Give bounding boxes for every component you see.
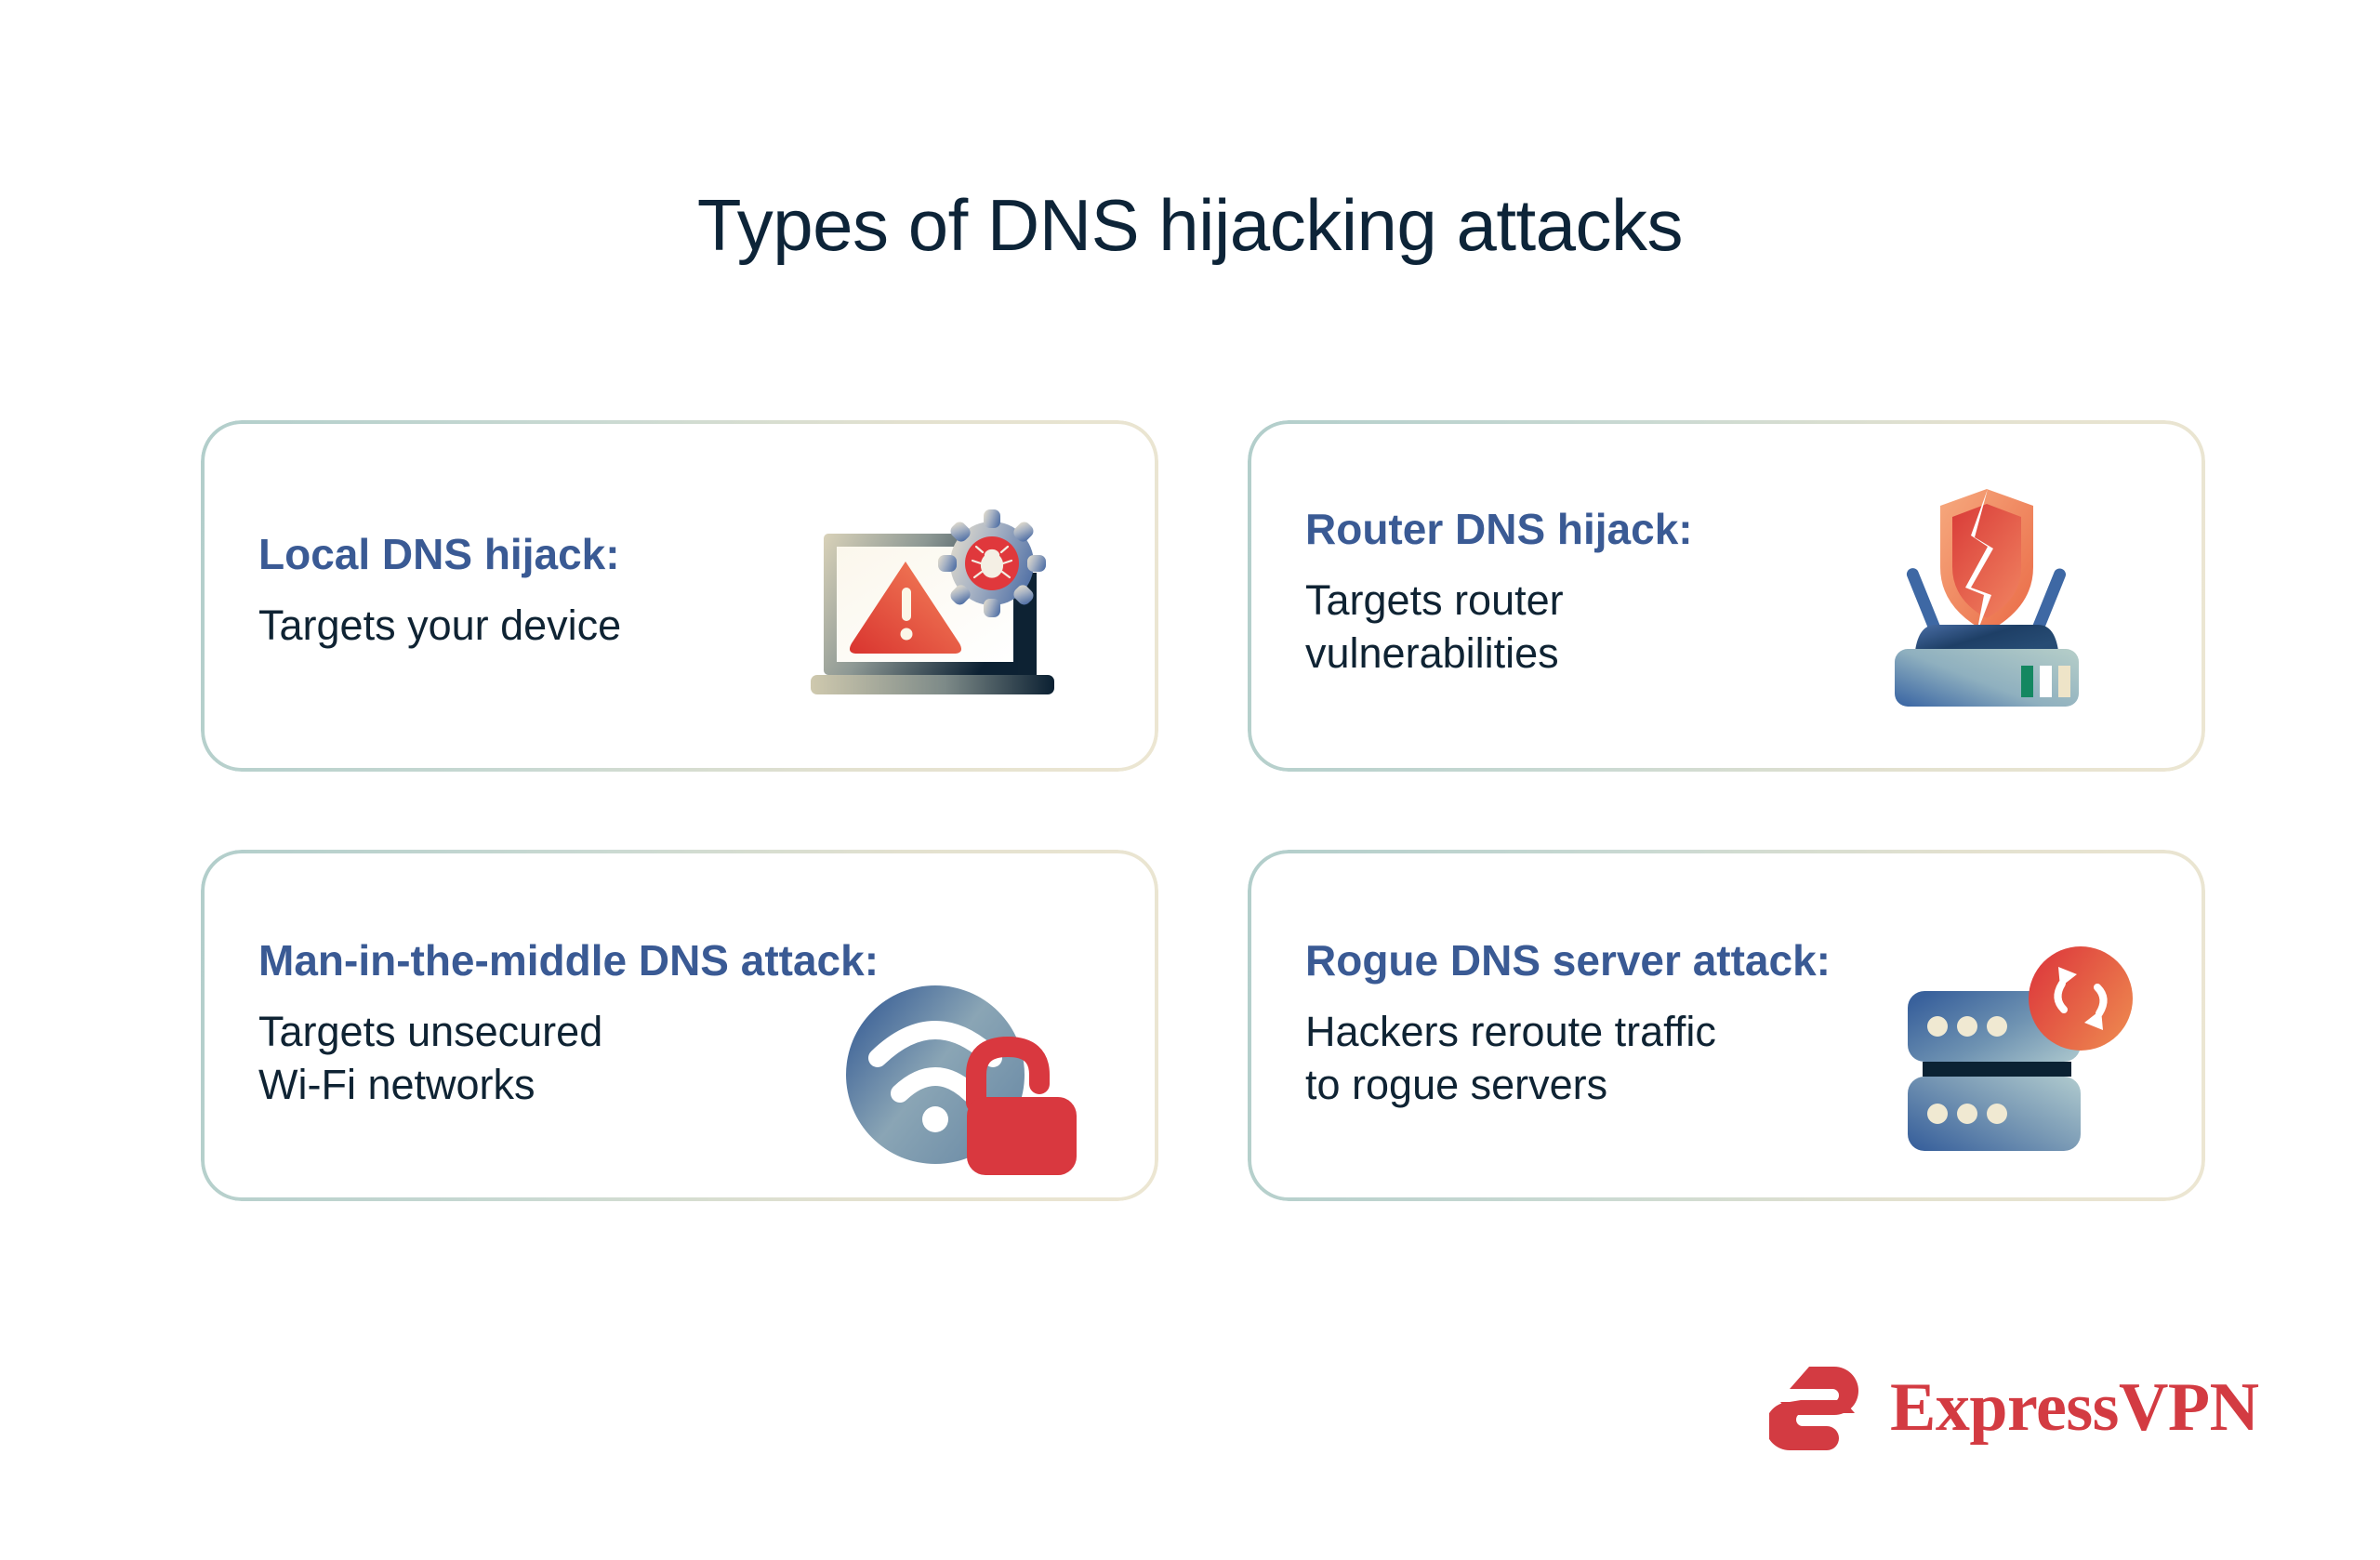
card-heading-mitm: Man-in-the-middle DNS attack: (258, 936, 879, 985)
router-broken-shield-icon (1861, 476, 2112, 708)
page-title: Types of DNS hijacking attacks (696, 184, 1684, 267)
card-body-local: Targets your device (258, 601, 622, 649)
card-rogue-dns-server-attack: Rogue DNS server attack: Hackers reroute… (1248, 850, 2205, 1201)
expressvpn-wordmark: ExpressVPN (1890, 1369, 2259, 1446)
card-heading-router: Router DNS hijack: (1305, 505, 1693, 554)
card-text-block: Man-in-the-middle DNS attack: Targets un… (201, 935, 879, 1112)
card-text-block: Rogue DNS server attack: Hackers reroute… (1248, 935, 1840, 1112)
card-text-block: Local DNS hijack: Targets your device (201, 529, 630, 653)
server-stack-sync-icon (1898, 943, 2149, 1173)
card-heading-rogue: Rogue DNS server attack: (1305, 936, 1831, 985)
expressvpn-e-mark-icon (1769, 1359, 1866, 1456)
card-local-dns-hijack: Local DNS hijack: Targets your device (201, 420, 1158, 772)
card-heading-local: Local DNS hijack: (258, 529, 620, 578)
laptop-warning-bug-icon (801, 502, 1080, 716)
card-man-in-the-middle-dns-attack: Man-in-the-middle DNS attack: Targets un… (201, 850, 1158, 1201)
attack-types-grid: Local DNS hijack: Targets your device (201, 420, 2205, 1201)
expressvpn-logo: ExpressVPN (1769, 1359, 2259, 1456)
wifi-open-padlock-icon (835, 978, 1095, 1183)
